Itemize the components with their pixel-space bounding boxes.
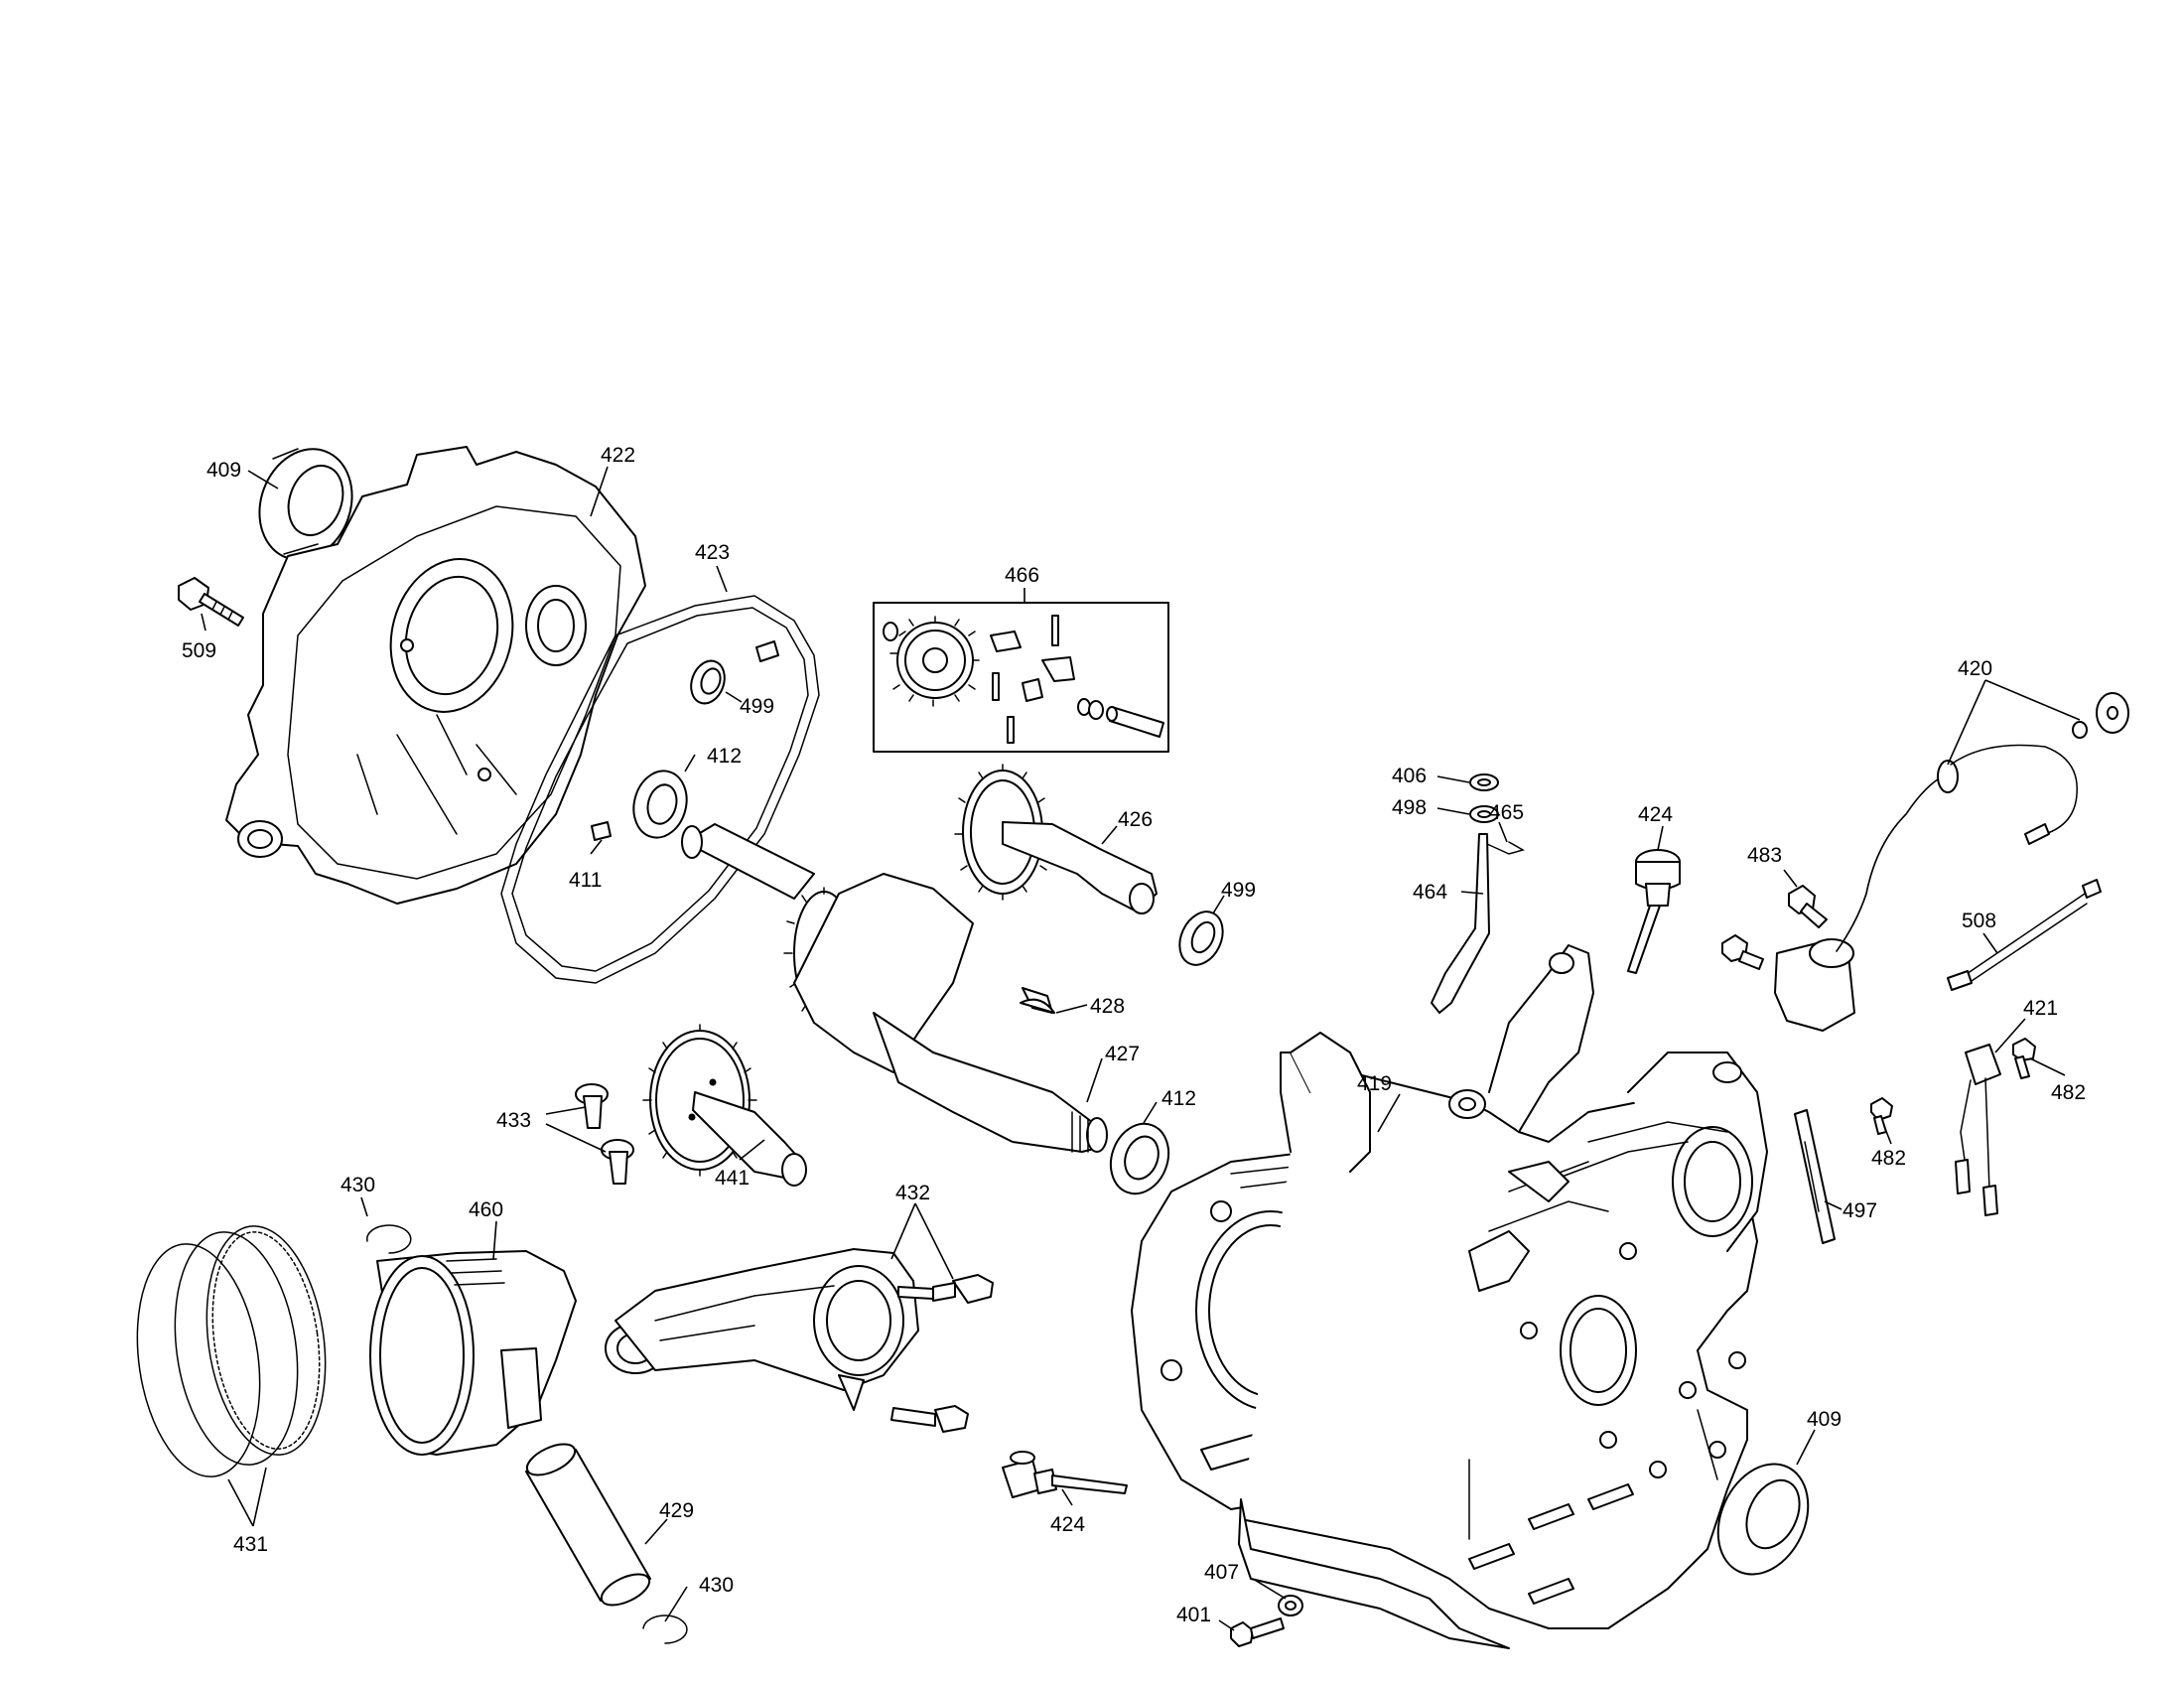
callout-497: 497: [1843, 1199, 1877, 1222]
part-428-key: [1020, 998, 1055, 1014]
part-419-engine-block: [1131, 944, 1768, 1649]
part-424-oil-filler-upper: [1627, 849, 1681, 974]
callout-499-upper: 499: [740, 695, 774, 718]
part-464-governor-shaft: [1431, 833, 1490, 1014]
part-441-camshaft: [642, 1024, 807, 1187]
leader-lines: [201, 466, 2081, 1631]
callout-441: 441: [715, 1167, 750, 1190]
part-423-gasket: [500, 595, 820, 984]
callout-419: 419: [1357, 1072, 1392, 1095]
part-433-tappets: [575, 1083, 634, 1185]
part-466-governor-kit: [873, 602, 1169, 753]
callout-426: 426: [1118, 808, 1153, 831]
callout-431: 431: [233, 1533, 268, 1556]
part-429-piston-pin: [525, 1443, 651, 1607]
callout-424-upper: 424: [1638, 803, 1673, 826]
callout-460: 460: [469, 1198, 503, 1221]
part-409-oil-seal-top: [258, 448, 353, 561]
callout-421: 421: [2023, 997, 2058, 1020]
callout-428: 428: [1090, 995, 1125, 1018]
part-427-crankshaft: [681, 823, 1108, 1153]
callout-407: 407: [1204, 1561, 1239, 1584]
callout-464: 464: [1413, 881, 1447, 904]
part-508-wire-harness: [1947, 879, 2102, 991]
callout-412-lower: 412: [1161, 1087, 1196, 1110]
callout-508: 508: [1962, 910, 1996, 932]
callout-430-lower: 430: [699, 1574, 734, 1597]
callout-412-upper: 412: [707, 745, 742, 768]
part-gasket-dowel-pins: [591, 640, 779, 841]
callout-432: 432: [895, 1182, 930, 1204]
callout-424-lower: 424: [1050, 1513, 1085, 1536]
callout-499-lower: 499: [1221, 879, 1256, 902]
callout-509: 509: [182, 639, 216, 662]
part-432-connecting-rod: [605, 1248, 994, 1433]
part-483-bolts: [1721, 885, 1828, 970]
part-422-crankcase-cover: [225, 446, 646, 905]
part-482-bolt-left: [1870, 1097, 1893, 1135]
callout-498: 498: [1392, 796, 1427, 819]
callout-430-upper: 430: [341, 1174, 375, 1196]
callout-483: 483: [1747, 844, 1782, 867]
callout-411: 411: [569, 869, 602, 892]
part-497-strip: [1794, 1109, 1836, 1244]
part-499-seal-lower: [1178, 911, 1224, 966]
part-406-washer: [1469, 773, 1499, 791]
part-401-drain-bolt: [1230, 1617, 1285, 1647]
callout-429: 429: [659, 1499, 694, 1522]
part-426-governor-gear: [954, 764, 1158, 914]
part-424-dipstick-lower: [1002, 1451, 1128, 1498]
part-498-washer: [1469, 805, 1499, 823]
callout-423: 423: [695, 541, 730, 564]
part-430-circlip-upper: [366, 1224, 412, 1254]
callout-420: 420: [1958, 657, 1992, 680]
callout-433: 433: [496, 1109, 531, 1132]
callout-401: 401: [1176, 1604, 1211, 1626]
callout-482-left: 482: [1871, 1147, 1906, 1170]
callout-427: 427: [1105, 1043, 1140, 1065]
callout-labels: 409 422 509 423 466 499 412 411 426 499 …: [182, 444, 2086, 1626]
callout-465: 465: [1489, 801, 1524, 824]
callout-466: 466: [1005, 564, 1039, 587]
part-465-pin: [1486, 841, 1525, 855]
part-420-ignition-coil: [1774, 692, 2129, 1032]
part-509-bolt: [178, 577, 244, 627]
part-460-piston: [369, 1250, 577, 1456]
part-412-bearing-upper: [632, 770, 688, 839]
part-407-washer: [1278, 1595, 1303, 1616]
callout-422: 422: [601, 444, 635, 467]
part-412-bearing-lower: [1109, 1122, 1170, 1195]
callout-482-right: 482: [2051, 1081, 2086, 1104]
callout-406: 406: [1392, 765, 1427, 787]
part-482-bolt-right: [2012, 1038, 2036, 1079]
callout-409-top: 409: [206, 459, 241, 482]
part-409-oil-seal-lower: [1716, 1463, 1810, 1576]
part-431-piston-rings: [136, 1225, 327, 1477]
part-499-seal-upper: [690, 659, 726, 705]
callout-409-lower: 409: [1807, 1408, 1842, 1431]
part-430-circlip-lower: [642, 1614, 688, 1644]
part-421-switch: [1955, 1044, 2001, 1216]
